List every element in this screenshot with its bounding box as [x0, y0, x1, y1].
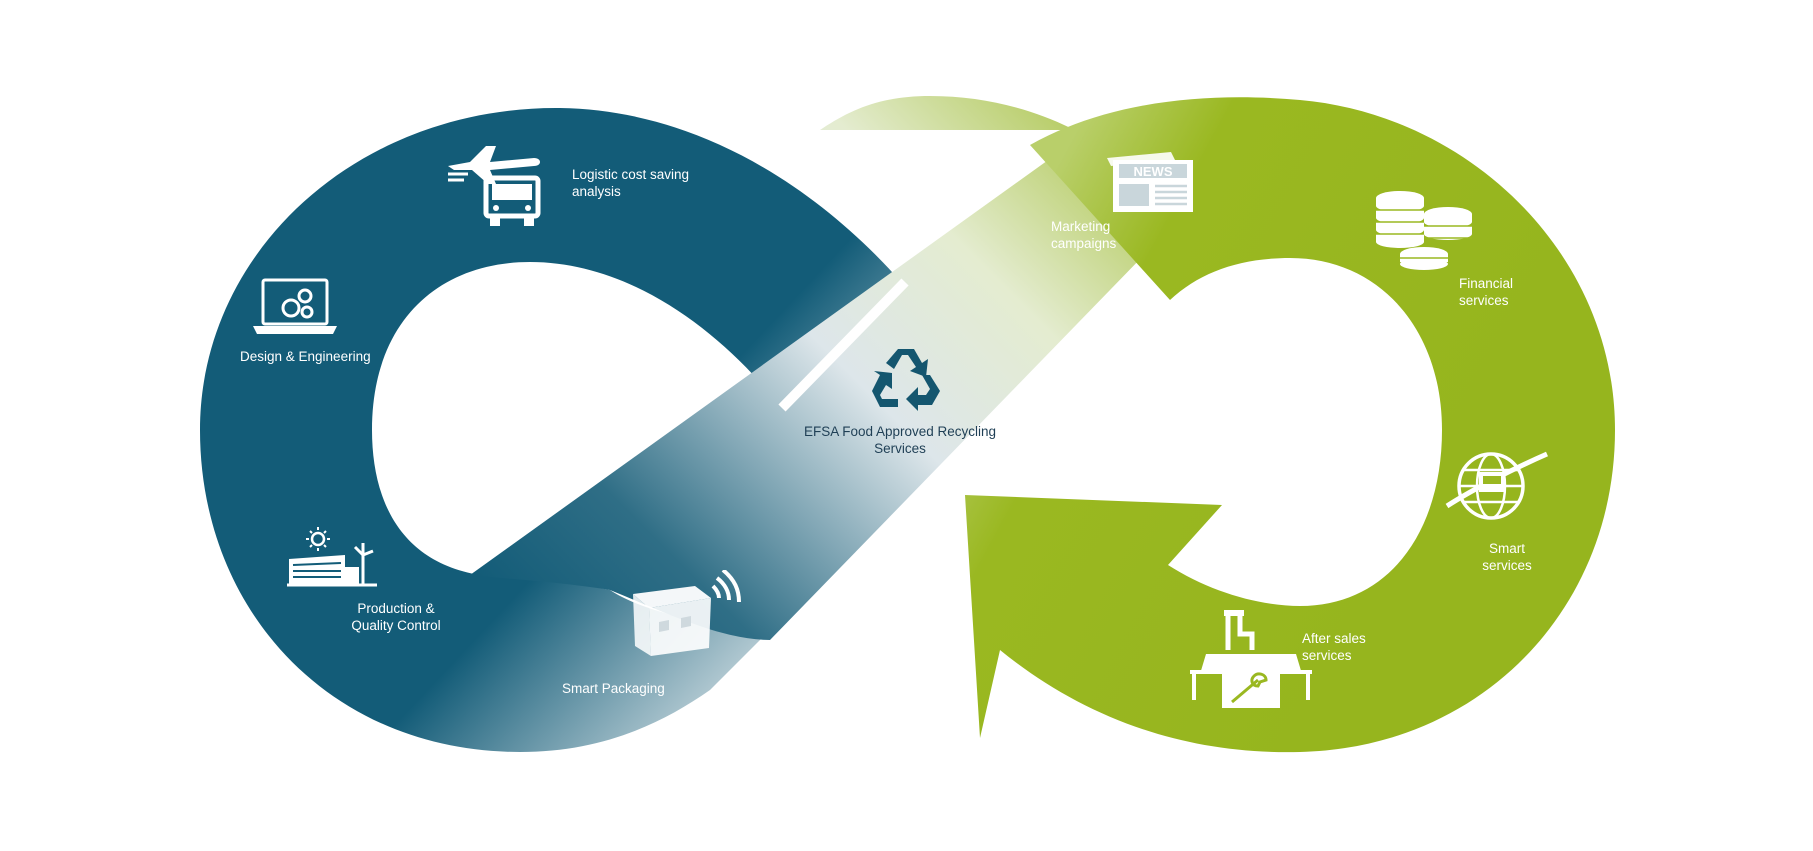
- coins-icon: [1376, 191, 1472, 270]
- recycling-label: EFSA Food Approved Recycling Services: [803, 424, 997, 456]
- packaging-label: Smart Packaging: [562, 681, 665, 696]
- newspaper-icon: NEWS: [1107, 152, 1193, 212]
- factory-icon: [287, 527, 377, 587]
- right-loop: [965, 97, 1615, 753]
- design-label: Design & Engineering: [240, 349, 371, 364]
- svg-text:NEWS: NEWS: [1134, 164, 1173, 179]
- globe-truck-icon: [1445, 451, 1549, 520]
- financial-label: Financial services: [1459, 276, 1514, 308]
- plane-truck-icon: [448, 146, 541, 226]
- production-label: Production & Quality Control: [351, 601, 441, 633]
- smart-box-icon: [633, 570, 741, 656]
- logistic-label: Logistic cost saving analysis: [572, 167, 690, 199]
- band-divider: [778, 278, 909, 412]
- aftersales-label: After sales services: [1302, 631, 1366, 663]
- left-loop: [200, 107, 902, 752]
- marketing-label: Marketing campaigns: [1051, 219, 1117, 251]
- laptop-gears-icon: [253, 278, 337, 334]
- smart-label: Smart services: [1482, 541, 1532, 573]
- recycle-icon: [872, 349, 940, 411]
- machine-wrench-icon: [1190, 610, 1312, 708]
